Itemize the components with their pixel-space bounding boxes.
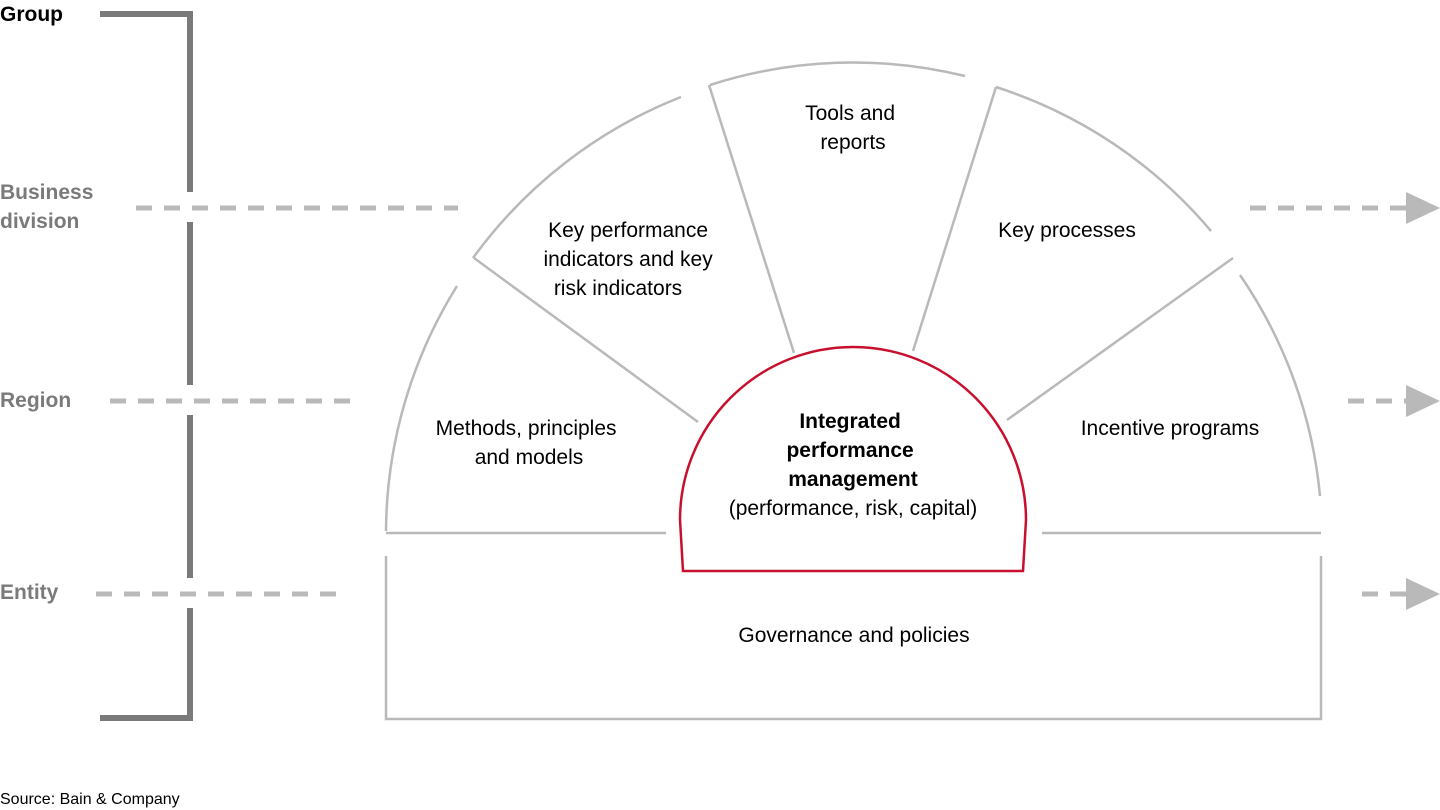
segment-kpi-line-2: indicators and key bbox=[543, 248, 713, 271]
source-note: Source: Bain & Company bbox=[0, 791, 180, 808]
segment-processes-line-1: Key processes bbox=[998, 219, 1136, 242]
arc-kpi bbox=[471, 95, 682, 259]
hierarchy-bracket bbox=[100, 11, 193, 721]
segment-tools-label: Tools and reports bbox=[805, 102, 901, 154]
segment-processes-label: Key processes bbox=[998, 219, 1136, 242]
arc-incentives bbox=[1238, 274, 1322, 497]
level-group-label: Group bbox=[0, 3, 63, 26]
segment-governance-label: Governance and policies bbox=[738, 624, 969, 647]
segments-outline bbox=[384, 61, 1323, 721]
segment-kpi-line-1: Key performance bbox=[548, 219, 708, 242]
core-subtitle: (performance, risk, capital) bbox=[729, 497, 978, 520]
segment-tools-line-2: reports bbox=[820, 131, 885, 154]
level-entity-label: Entity bbox=[0, 581, 59, 604]
level-business-division-label: Business division bbox=[0, 181, 99, 233]
arrow-division-right bbox=[1250, 192, 1440, 224]
divider-incentives bbox=[1006, 256, 1234, 422]
bracket-gap-region bbox=[183, 385, 197, 415]
arc-methods bbox=[384, 285, 459, 532]
segment-incentives-label: Incentive programs bbox=[1081, 417, 1260, 440]
segment-incentives-line-1: Incentive programs bbox=[1081, 417, 1260, 440]
level-region-label: Region bbox=[0, 389, 71, 412]
arc-tools bbox=[709, 61, 966, 87]
segment-tools-line-1: Tools and bbox=[805, 102, 895, 125]
arrow-entity-right bbox=[1362, 578, 1440, 610]
governance-box bbox=[384, 556, 1323, 721]
arrow-region-right bbox=[1348, 385, 1440, 417]
bracket-gap-division bbox=[183, 192, 197, 222]
core-title: Integrated performance management bbox=[786, 410, 919, 491]
core-title-line-2: performance bbox=[786, 439, 913, 462]
segment-kpi-label: Key performance indicators and key risk … bbox=[543, 219, 718, 300]
core-title-line-1: Integrated bbox=[799, 410, 901, 433]
segment-methods-line-1: Methods, principles bbox=[436, 417, 617, 440]
segment-methods-line-2: and models bbox=[475, 446, 584, 469]
level-business-division-line-1: Business bbox=[0, 181, 93, 204]
divider-tools-right bbox=[911, 86, 998, 352]
divider-tools-left bbox=[707, 84, 796, 354]
divider-kpi-outer bbox=[473, 256, 699, 424]
core-half-circle bbox=[678, 345, 1028, 573]
segment-methods-label: Methods, principles and models bbox=[436, 417, 623, 469]
core-title-line-3: management bbox=[788, 468, 918, 491]
arc-processes bbox=[995, 85, 1212, 232]
level-business-division-line-2: division bbox=[0, 210, 79, 233]
segment-kpi-line-3: risk indicators bbox=[554, 277, 682, 300]
